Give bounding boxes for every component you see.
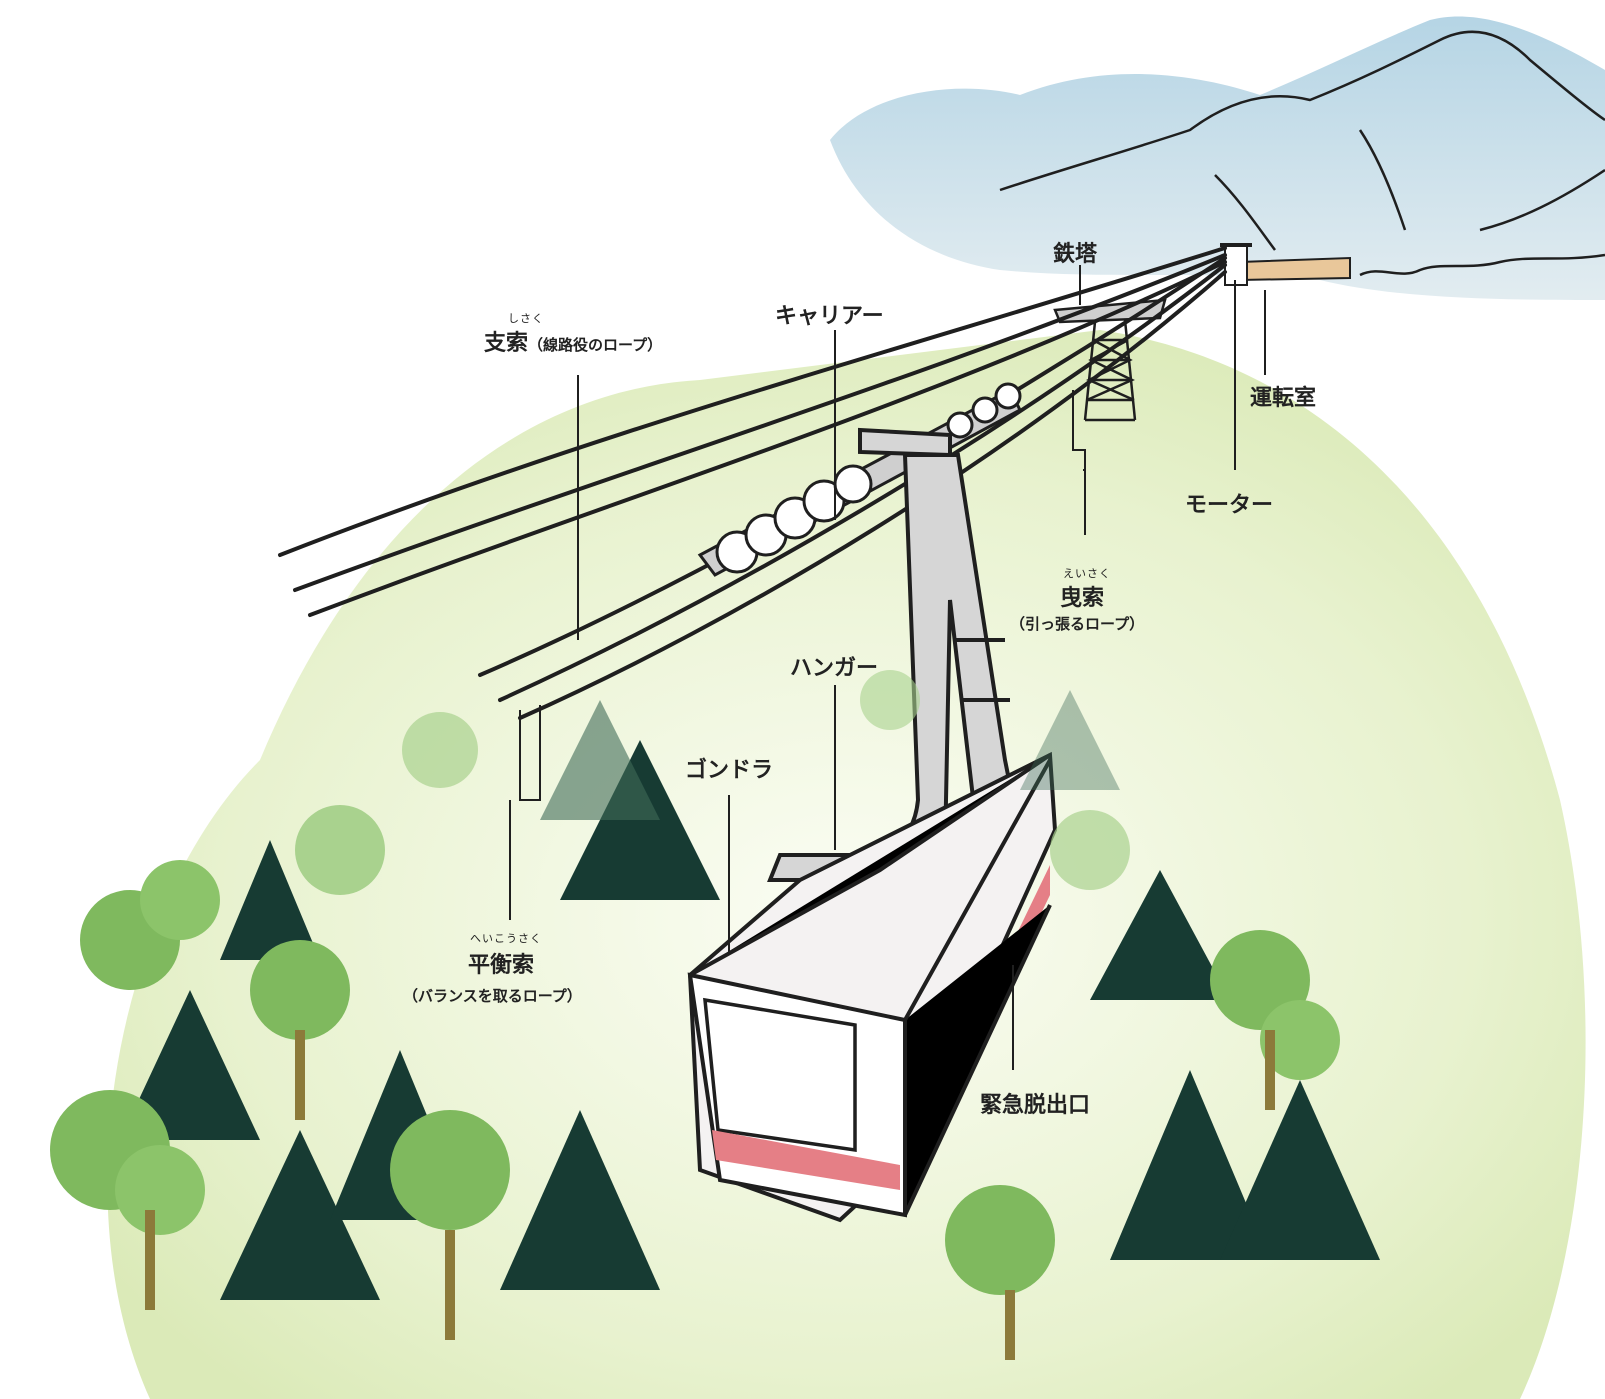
leader-lines (509, 265, 1266, 1070)
label-haul-rope-main: 曳索 (1060, 586, 1105, 611)
label-hanger: ハンガー (790, 656, 879, 681)
label-motor: モーター (1185, 493, 1274, 518)
label-control-room: 運転室 (1250, 386, 1317, 411)
label-haul-rope-note: （引っ張るロープ） (1010, 615, 1145, 633)
mountain-backdrop (830, 16, 1605, 300)
label-balance-rope-note: （バランスを取るロープ） (403, 987, 582, 1005)
label-track-rope-note: （線路役のロープ） (528, 336, 663, 354)
label-track-rope: 支索（線路役のロープ） (484, 325, 662, 357)
broadleaf-trees (50, 670, 1340, 1360)
label-carrier: キャリアー (775, 304, 884, 329)
label-haul-rope-ruby: えいさく (1063, 567, 1111, 580)
gondola (687, 751, 1058, 1223)
label-tower: 鉄塔 (1053, 242, 1098, 267)
label-balance-rope-ruby: へいこうさく (470, 932, 542, 945)
label-gondola: ゴンドラ (685, 758, 774, 783)
label-track-rope-main: 支索 (484, 331, 529, 356)
label-track-rope-ruby: しさく (508, 312, 544, 325)
label-emergency-exit: 緊急脱出口 (980, 1093, 1091, 1118)
label-balance-rope-main: 平衡索 (468, 953, 535, 978)
